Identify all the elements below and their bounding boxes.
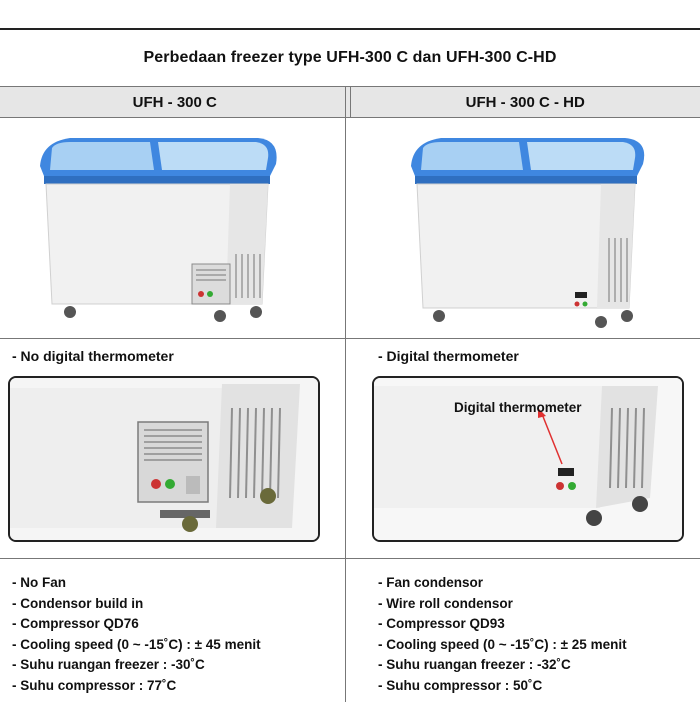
column-header-ufh-300c-hd: UFH - 300 C - HD [350,87,700,117]
thermometer-annotation: Digital thermometer [454,400,582,415]
spec-item: - Suhu ruangan freezer : -32˚C [378,655,627,676]
spec-item: - Cooling speed (0 ~ -15˚C) : ± 25 menit [378,635,627,656]
spec-list-ufh-300c: - No Fan - Condensor build in - Compress… [12,573,261,696]
spec-item: - Compressor QD76 [12,614,261,635]
spec-item: - Cooling speed (0 ~ -15˚C) : ± 45 menit [12,635,261,656]
freezer-photo-ufh-300c-hd [405,126,665,331]
comparison-sheet: Perbedaan freezer type UFH-300 C dan UFH… [0,28,700,702]
spec-item: - Compressor QD93 [378,614,627,635]
detail-view-ufh-300c [8,376,320,542]
feature-caption-ufh-300c: - No digital thermometer [12,348,174,364]
column-header-ufh-300c: UFH - 300 C [0,87,350,117]
spec-item: - Suhu compressor : 77˚C [12,676,261,697]
spec-item: - No Fan [12,573,261,594]
spec-item: - Fan condensor [378,573,627,594]
row-divider-detail [0,558,700,559]
column-divider [345,86,346,702]
spec-item: - Wire roll condensor [378,594,627,615]
spec-item: - Condensor build in [12,594,261,615]
detail-view-ufh-300c-hd: Digital thermometer [372,376,684,542]
spec-item: - Suhu ruangan freezer : -30˚C [12,655,261,676]
spec-item: - Suhu compressor : 50˚C [378,676,627,697]
feature-caption-ufh-300c-hd: - Digital thermometer [378,348,519,364]
header-row: UFH - 300 C UFH - 300 C - HD [0,86,700,118]
control-panel-closeup-no-thermometer [10,378,318,540]
freezer-photo-ufh-300c [30,126,290,331]
spec-list-ufh-300c-hd: - Fan condensor - Wire roll condensor - … [378,573,627,696]
row-divider-photo [0,338,700,339]
page-title: Perbedaan freezer type UFH-300 C dan UFH… [0,30,700,86]
digital-thermometer-display [558,468,574,476]
